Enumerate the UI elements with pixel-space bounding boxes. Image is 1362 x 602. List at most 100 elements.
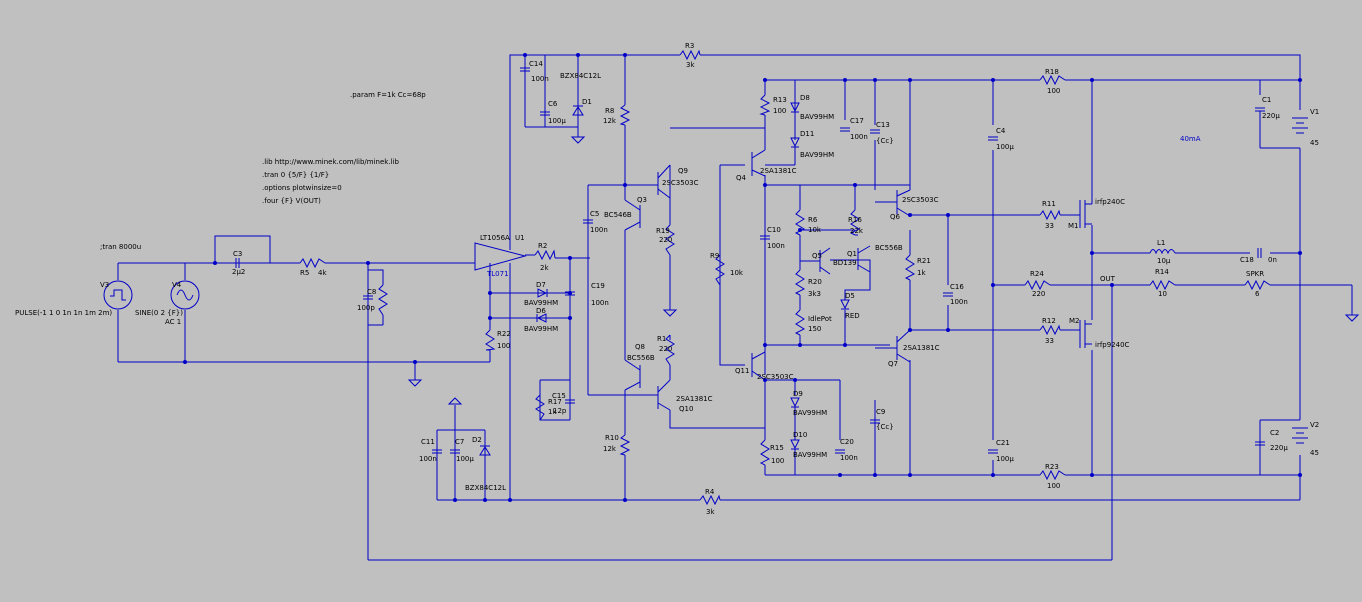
- label-diodes-d6-value[interactable]: BAV99HM: [524, 325, 558, 333]
- mosfet-m2[interactable]: [1079, 320, 1092, 348]
- resistor-idlepot[interactable]: [794, 309, 806, 336]
- label-diodes-d9-value[interactable]: BAV99HM: [793, 409, 827, 417]
- label-diodes-d1-value[interactable]: BZX84C12L: [560, 72, 601, 80]
- label-resistors-r9-value[interactable]: 10k: [730, 269, 744, 277]
- resistor-r5[interactable]: [299, 257, 326, 269]
- transistor-q3[interactable]: [624, 199, 641, 231]
- label-capacitors-c17-name[interactable]: C17: [850, 117, 864, 125]
- label-capacitors-c14-value[interactable]: 100n: [531, 75, 549, 83]
- label-capacitors-c8-value[interactable]: 100p: [357, 304, 375, 312]
- label-capacitors-c19-value[interactable]: 100n: [591, 299, 609, 307]
- source-v4[interactable]: [170, 280, 200, 310]
- label-transistors-m1-name[interactable]: M1: [1068, 222, 1079, 230]
- capacitor-c10[interactable]: [760, 235, 770, 240]
- label-resistors-r23-value[interactable]: 100: [1047, 482, 1060, 490]
- capacitor-c3[interactable]: [225, 258, 250, 268]
- resistor-r11[interactable]: [1039, 209, 1061, 221]
- label-capacitors-c20-name[interactable]: C20: [840, 438, 854, 446]
- label-capacitors-c1-value[interactable]: 220µ: [1262, 112, 1280, 120]
- capacitor-c13[interactable]: [870, 129, 880, 134]
- label-resistors-r6-name[interactable]: R6: [808, 216, 818, 224]
- label-resistors-r3-value[interactable]: 3k: [686, 61, 695, 69]
- label-resistors-spkr-name[interactable]: SPKR: [1246, 270, 1264, 278]
- label-resistors-r1-value[interactable]: 220: [659, 345, 672, 353]
- resistor-r24[interactable]: [1024, 279, 1051, 291]
- resistor-r7[interactable]: [378, 284, 388, 316]
- resistor-r1[interactable]: [665, 334, 675, 366]
- label-transistors-q8-value[interactable]: BC556B: [627, 354, 655, 362]
- label-resistors-r22-value[interactable]: 100: [497, 342, 510, 350]
- label-sources-v4-ac[interactable]: AC 1: [165, 318, 181, 326]
- label-resistors-r2-value[interactable]: 2k: [540, 264, 549, 272]
- label-diodes-d10-value[interactable]: BAV99HM: [793, 451, 827, 459]
- resistor-r10[interactable]: [619, 434, 631, 456]
- resistor-r19[interactable]: [665, 224, 675, 256]
- resistor-r8[interactable]: [619, 104, 631, 126]
- label-inductors-l1-value[interactable]: 10µ: [1157, 257, 1171, 265]
- label-resistors-r11-value[interactable]: 33: [1045, 222, 1054, 230]
- resistor-r22[interactable]: [485, 329, 496, 351]
- label-transistors-m1-value[interactable]: irfp240C: [1095, 198, 1125, 206]
- label-resistors-r8-value[interactable]: 12k: [603, 117, 617, 125]
- current-note[interactable]: 40mA: [1180, 135, 1201, 143]
- label-resistors-r10-value[interactable]: 12k: [603, 445, 617, 453]
- label-resistors-r13-name[interactable]: R13: [773, 96, 787, 104]
- label-capacitors-c15-name[interactable]: C15: [552, 392, 566, 400]
- diode-d2[interactable]: [479, 430, 491, 456]
- capacitor-c21[interactable]: [988, 449, 998, 454]
- diode-d8[interactable]: [790, 95, 800, 140]
- capacitor-c6[interactable]: [540, 55, 550, 127]
- label-resistors-r19-name[interactable]: R19: [656, 227, 670, 235]
- battery-v2[interactable]: [1292, 427, 1308, 444]
- label-transistors-q1-name[interactable]: Q1: [847, 250, 857, 258]
- label-resistors-r4-name[interactable]: R4: [705, 488, 715, 496]
- resistor-r16[interactable]: [849, 209, 861, 236]
- capacitor-c16[interactable]: [943, 292, 953, 297]
- label-transistors-q6-value[interactable]: 2SC3503C: [902, 196, 939, 204]
- label-diodes-d8-value[interactable]: BAV99HM: [800, 113, 834, 121]
- diode-d6[interactable]: [536, 313, 547, 323]
- label-diodes-d8-name[interactable]: D8: [800, 94, 810, 102]
- resistor-r17[interactable]: [535, 394, 545, 421]
- label-sources-v3-value[interactable]: PULSE(-1 1 0 1n 1n 1m 2m): [15, 309, 112, 317]
- label-resistors-r10-name[interactable]: R10: [605, 434, 619, 442]
- capacitor-c8[interactable]: [363, 295, 373, 300]
- directive-param[interactable]: .param F=1k Cc=68p: [350, 91, 426, 99]
- label-resistors-r14-value[interactable]: 10: [1158, 290, 1167, 298]
- diode-d9[interactable]: [790, 397, 800, 440]
- capacitor-c15[interactable]: [565, 399, 575, 404]
- directive-lib[interactable]: .lib http://www.minek.com/lib/minek.lib: [262, 158, 399, 166]
- transistor-q11[interactable]: [751, 351, 766, 381]
- label-transistors-q8-name[interactable]: Q8: [635, 343, 645, 351]
- label-diodes-d2-value[interactable]: BZX84C12L: [465, 484, 506, 492]
- transistor-q8[interactable]: [624, 359, 641, 391]
- capacitor-c20[interactable]: [835, 449, 845, 454]
- label-resistors-r17-name[interactable]: R17: [548, 398, 562, 406]
- label-diodes-d5-value[interactable]: RED: [845, 312, 860, 320]
- capacitor-c18[interactable]: [1257, 248, 1262, 258]
- label-resistors-r5-value[interactable]: 4k: [318, 269, 327, 277]
- resistor-r14[interactable]: [1149, 279, 1176, 291]
- label-capacitors-c10-name[interactable]: C10: [767, 226, 781, 234]
- label-opamp-name[interactable]: U1: [515, 234, 525, 242]
- resistor-r4[interactable]: [699, 494, 721, 506]
- label-capacitors-c11-name[interactable]: C11: [421, 438, 435, 446]
- label-transistors-q1-value[interactable]: BC556B: [875, 244, 903, 252]
- label-diodes-d11-value[interactable]: BAV99HM: [800, 151, 834, 159]
- label-transistors-q6-name[interactable]: Q6: [890, 213, 901, 221]
- resistor-r23[interactable]: [1039, 469, 1066, 481]
- label-resistors-r17-value[interactable]: 1k: [548, 408, 557, 416]
- battery-v1[interactable]: [1292, 117, 1308, 134]
- label-transistors-q7-value[interactable]: 2SA1381C: [903, 344, 940, 352]
- label-resistors-r8-name[interactable]: R8: [605, 107, 614, 115]
- label-capacitors-c18-name[interactable]: C18: [1240, 256, 1254, 264]
- label-capacitors-c13-value[interactable]: {Cc}: [876, 137, 894, 145]
- label-resistors-r9-name[interactable]: R9: [710, 252, 719, 260]
- comment-tran[interactable]: ;tran 8000u: [100, 243, 141, 251]
- label-diodes-d11-name[interactable]: D11: [800, 130, 814, 138]
- label-capacitors-c1-name[interactable]: C1: [1262, 96, 1271, 104]
- label-capacitors-c11-value[interactable]: 100n: [419, 455, 437, 463]
- resistor-r12[interactable]: [1039, 324, 1061, 336]
- capacitor-c5[interactable]: [583, 219, 593, 224]
- label-transistors-m2-value[interactable]: irfp9240C: [1095, 341, 1130, 349]
